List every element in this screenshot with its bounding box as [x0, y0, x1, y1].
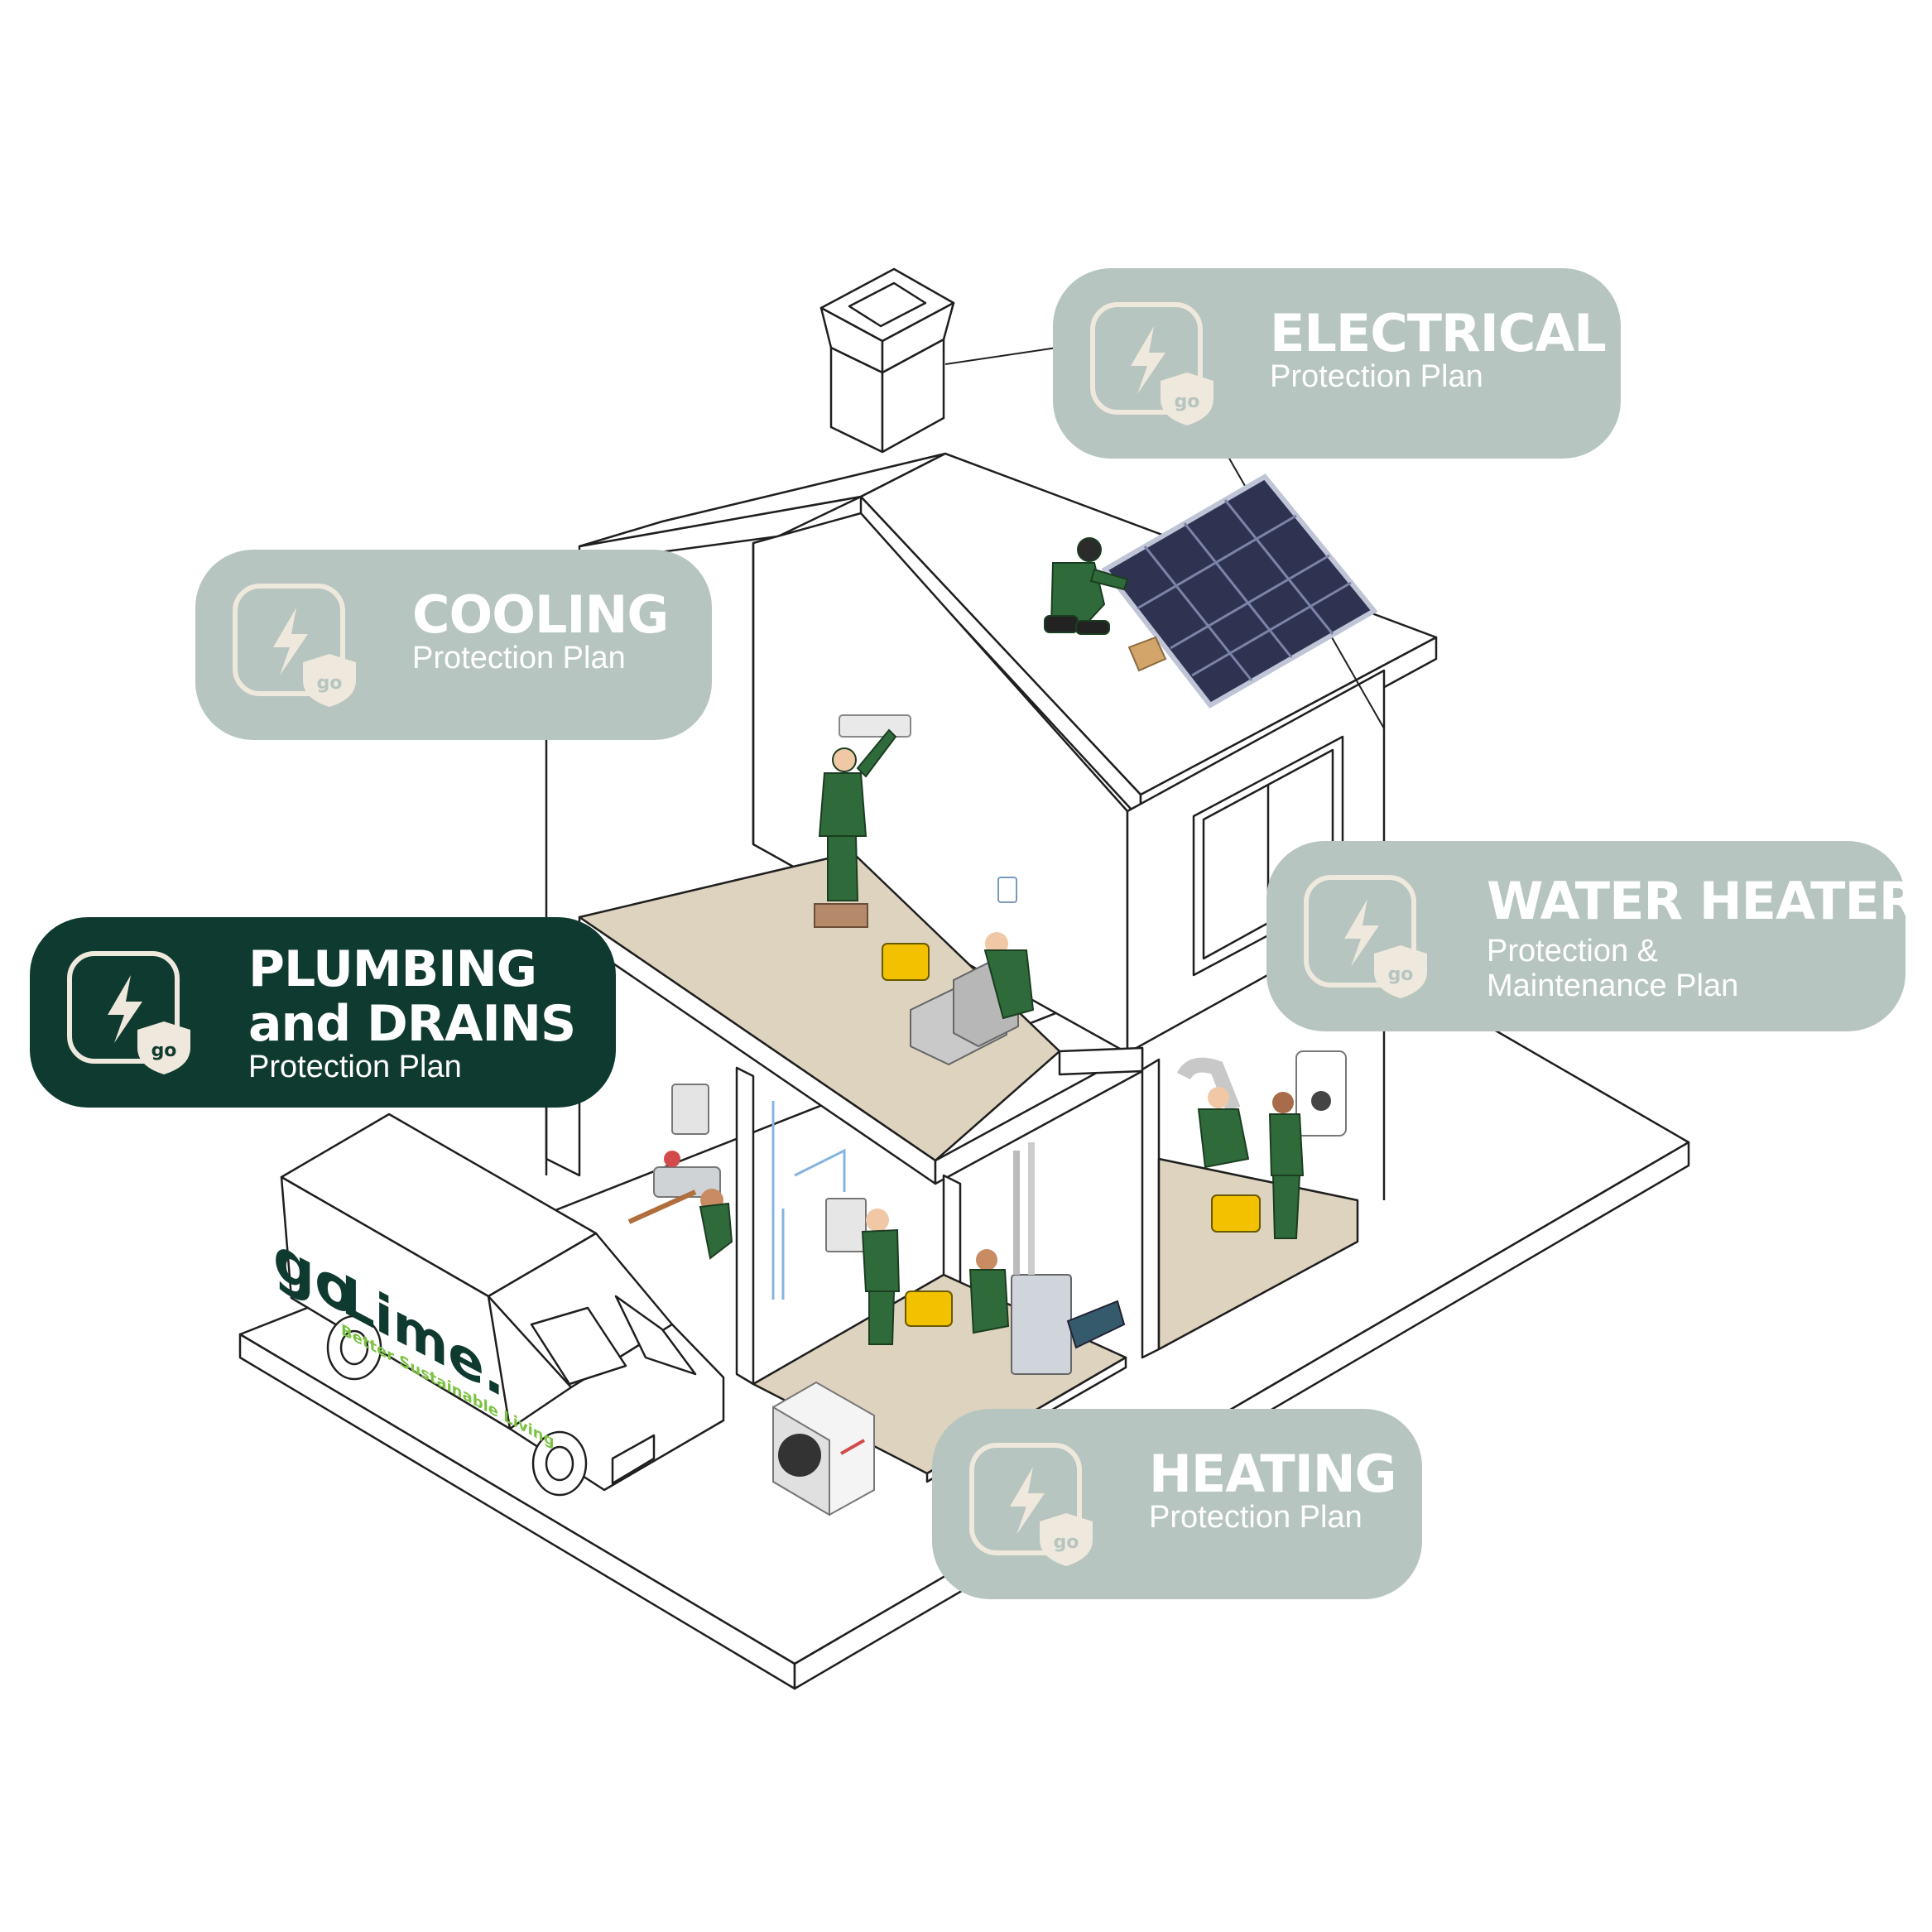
service-van [280, 1113, 725, 1497]
card-cooling[interactable]: go COOLING Protection Plan [195, 550, 712, 740]
lightning-bolt-icon [273, 608, 308, 675]
plan-subtitle-line-2: Maintenance Plan [1487, 968, 1739, 1003]
card-plumbing-drains[interactable]: go PLUMBING and DRAINS Protection Plan [30, 917, 616, 1108]
worker-boiler [968, 1142, 1126, 1375]
plan-title-line-2: and DRAINS [248, 995, 576, 1053]
svg-text:go: go [1388, 964, 1414, 985]
worker-electrical-panel [771, 1101, 953, 1345]
svg-text:go: go [151, 1040, 177, 1061]
badge-heating: go [969, 1443, 1093, 1566]
badge-cooling: go [233, 584, 356, 707]
svg-text:go: go [1175, 392, 1200, 412]
svg-text:go: go [317, 673, 343, 694]
go-shield-icon [1374, 945, 1427, 998]
plan-subtitle: Protection Plan [1149, 1500, 1362, 1535]
plan-subtitle: Protection Plan [248, 1050, 462, 1084]
card-heating[interactable]: go HEATING Protection Plan [932, 1409, 1422, 1599]
card-water-heater[interactable]: go WATER HEATER Protection & Maintenance… [1266, 841, 1919, 1031]
svg-text:go: go [1054, 1532, 1079, 1553]
plan-title: PLUMBING and DRAINS [248, 940, 576, 1053]
badge-electrical: go [1090, 302, 1214, 425]
plan-subtitle-line-1: Protection & [1487, 934, 1658, 968]
plan-title: WATER HEATER [1487, 871, 1919, 931]
outdoor-ac-unit [772, 1381, 875, 1516]
worker-cooling [814, 714, 911, 928]
plan-subtitle: Protection Plan [1270, 359, 1483, 394]
plan-subtitle: Protection & Maintenance Plan [1487, 934, 1738, 1003]
worker-water-heater [1176, 1050, 1347, 1239]
lightning-bolt-icon [1131, 326, 1165, 394]
solar-panel [1101, 473, 1378, 709]
card-electrical[interactable]: go ELECTRICAL Protection Plan [1053, 268, 1621, 459]
lightning-bolt-icon [108, 975, 142, 1043]
worker-duct [882, 877, 1035, 1066]
go-shield-icon [137, 1021, 190, 1074]
plan-title-line-1: PLUMBING [248, 940, 537, 998]
plan-subtitle: Protection Plan [412, 641, 626, 675]
badge-plumbing: go [67, 951, 190, 1074]
plan-title: ELECTRICAL [1270, 303, 1607, 363]
lightning-bolt-icon [1010, 1467, 1045, 1535]
plan-title: HEATING [1149, 1444, 1397, 1504]
worker-plumbing [627, 1084, 733, 1260]
go-shield-icon [1040, 1513, 1093, 1566]
plan-title: COOLING [412, 584, 669, 645]
badge-water-heater: go [1304, 875, 1427, 998]
worker-roof [1044, 537, 1129, 635]
go-shield-icon [1161, 372, 1214, 425]
lightning-bolt-icon [1344, 899, 1379, 967]
go-shield-icon [303, 654, 356, 707]
chimney [819, 267, 955, 454]
